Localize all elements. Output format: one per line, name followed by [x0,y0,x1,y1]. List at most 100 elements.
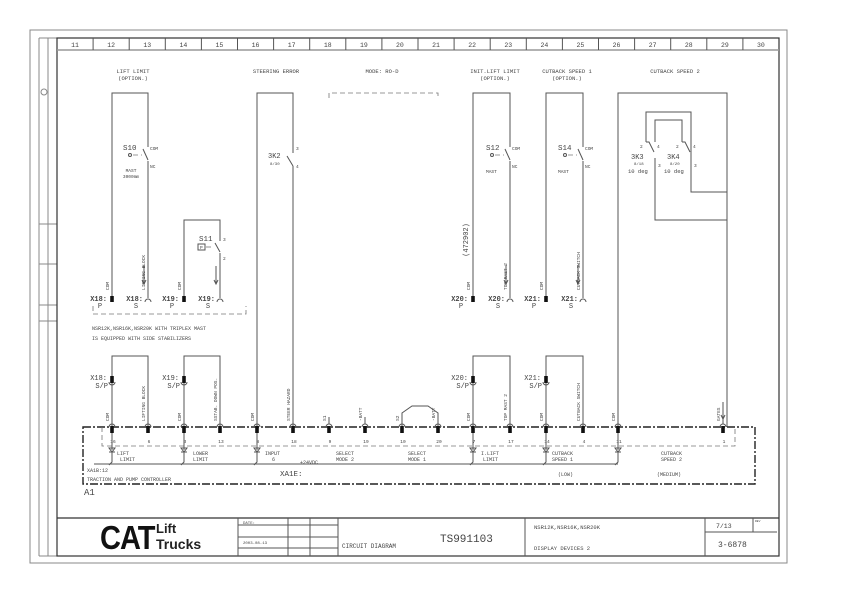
title-cutback-speed-2: CUTBACK SPEED 2 [650,68,700,75]
note-line-1: NSR12K,NSR16K,NSR20K WITH TRIPLEX MAST [92,326,206,332]
svg-text:STEER HAZARD: STEER HAZARD [286,388,292,421]
svg-text:LIMIT: LIMIT [193,457,208,463]
controller-pin: 19-BATT [358,407,369,445]
svg-text:3: 3 [184,439,187,445]
svg-text:SPEED 2: SPEED 2 [661,457,682,463]
svg-text:8/18: 8/18 [634,162,644,167]
svg-text:20: 20 [436,439,442,445]
svg-text:CUTBACK SWITCH: CUTBACK SWITCH [576,383,582,421]
doc-number: TS991103 [440,534,493,546]
column-number: 26 [613,42,621,49]
drawing-number: 3-6878 [718,541,747,550]
doc-type: CIRCUIT DIAGRAM [342,543,396,550]
outer-border [29,29,788,564]
mode-1-jumper [401,405,439,427]
column-number: 13 [143,42,151,49]
svg-text:X19:: X19: [162,375,179,383]
svg-text:LIFTING BLOCK: LIFTING BLOCK [141,255,147,290]
svg-text:X21:: X21: [524,375,541,383]
s12-switch-icon [504,148,511,161]
svg-text:P: P [200,245,203,251]
models: NSR12K,NSR16K,NSR20K [534,524,601,531]
s14-switch-icon [577,148,584,161]
svg-text:S: S [496,303,500,311]
svg-text:16: 16 [110,439,116,445]
column-number: 22 [468,42,476,49]
svg-text:3K3: 3K3 [631,154,644,162]
svg-text:S/P: S/P [95,383,108,391]
section-titles: LIFT LIMIT (OPTION.) STEERING ERROR MODE… [116,68,699,82]
column-number: 30 [757,42,765,49]
connector-x20sp: X20:S/P [451,375,477,391]
diode-icon [253,433,261,466]
controller-pin: 20 -BATT [431,407,442,445]
diode-icon [108,433,116,466]
svg-text:4: 4 [583,439,586,445]
svg-text:10 deg: 10 deg [664,168,684,175]
controller-pin: 4 CUTBACK SWITCH [576,383,587,445]
svg-text:18: 18 [291,439,297,445]
svg-text:4: 4 [296,164,299,170]
title-block: DATE: 2003-08-13 CIRCUIT DIAGRAM TS99110… [57,517,779,556]
svg-text:LIFT: LIFT [117,451,129,457]
connector-x18sp: X18:S/P [90,375,116,391]
svg-text:4: 4 [657,144,660,150]
column-number: 16 [252,42,260,49]
svg-text:COM: COM [250,413,256,421]
svg-text:NC: NC [512,164,518,170]
svg-text:10 deg: 10 deg [628,168,648,175]
3k4-relay-contact-icon [682,141,691,153]
svg-text:P: P [170,303,174,311]
svg-text:-BATT: -BATT [431,407,437,421]
svg-text:13: 13 [218,439,224,445]
svg-text:S/P: S/P [456,383,469,391]
column-number: 23 [504,42,512,49]
svg-text:-BATT: -BATT [358,407,364,421]
svg-text:6: 6 [148,439,151,445]
steering-error-circuit: 3K2 8/30 3 4 [256,92,299,427]
designator-a1: A1 [84,488,95,498]
page-number: 7/13 [716,523,732,530]
column-number: 19 [360,42,368,49]
svg-text:SSTAB. DOWN POS.: SSTAB. DOWN POS. [213,378,219,421]
svg-text:S/P: S/P [529,383,542,391]
svg-text:6: 6 [272,457,275,463]
svg-text:X21:: X21: [524,296,541,304]
column-number: 17 [288,42,296,49]
svg-text:(OPTION.): (OPTION.) [480,75,510,82]
low-label: (LOW) [558,472,573,478]
column-number: 28 [685,42,693,49]
svg-text:3000mm: 3000mm [123,174,140,180]
svg-text:S2: S2 [395,415,401,421]
svg-text:LIMIT: LIMIT [483,457,498,463]
svg-text:S12: S12 [486,145,500,153]
svg-text:SELECT: SELECT [336,451,354,457]
s11-switch-icon [214,242,221,253]
svg-text:SELECT: SELECT [408,451,426,457]
mode-placeholder-box [328,92,439,98]
svg-text:MAST: MAST [486,169,497,175]
column-number: 29 [721,42,729,49]
cutback-speed-2-circuit: 2 4 3 3K3 8/18 10 deg 2 4 3 3K4 8/20 10 … [617,92,728,427]
punch-hole-icon [40,88,48,96]
svg-text:COM: COM [466,413,472,421]
svg-text:S10: S10 [123,145,137,153]
svg-text:8/20: 8/20 [670,162,680,167]
part-number: (472902) [463,223,471,257]
svg-text:11: 11 [616,439,622,445]
svg-text:8/30: 8/30 [270,162,280,167]
diode-icon [542,433,550,466]
init-lift-limit-circuit: S12 COM NC MAST (472902) [463,92,520,298]
